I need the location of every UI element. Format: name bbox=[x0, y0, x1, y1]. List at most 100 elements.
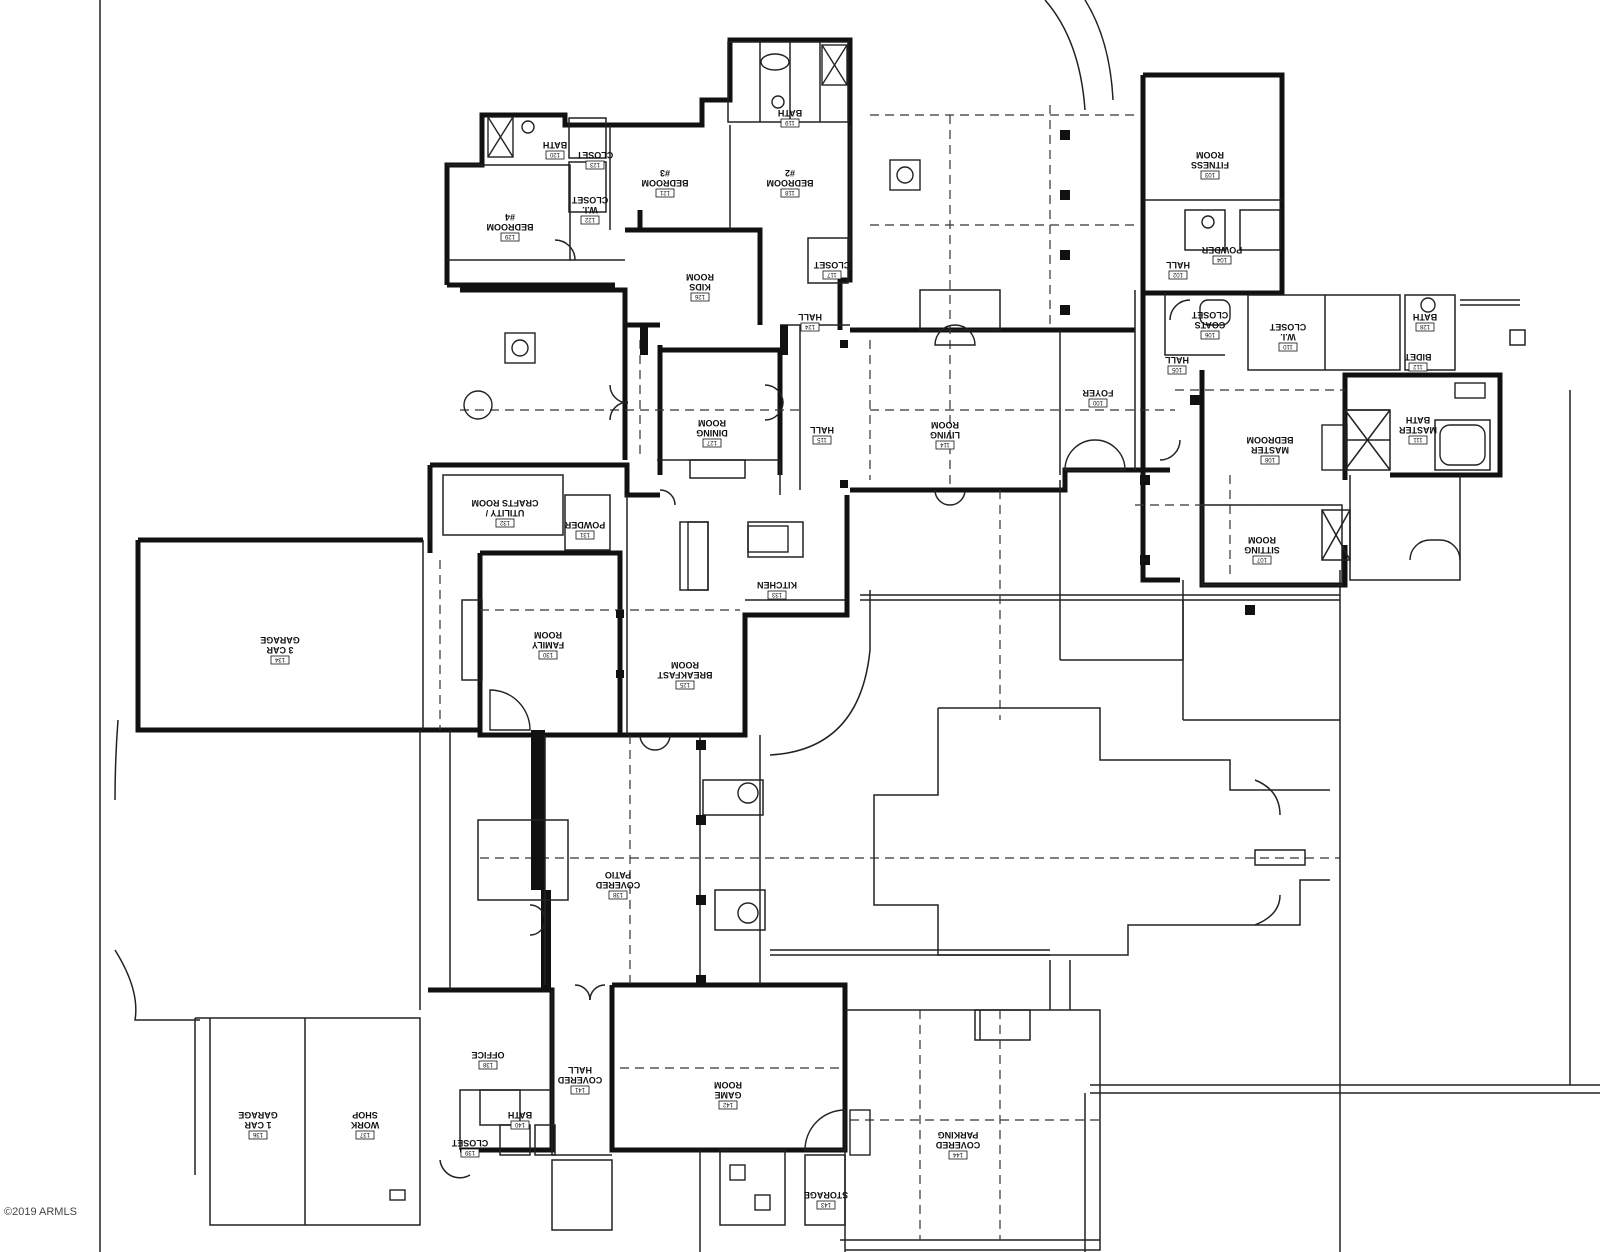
room-name: HALL bbox=[1165, 355, 1189, 365]
room-name: POWDER bbox=[1201, 245, 1242, 255]
room-number-box bbox=[580, 215, 600, 225]
room-number: 104 bbox=[1216, 256, 1227, 262]
room-number: 142 bbox=[722, 1101, 733, 1107]
room-number-box bbox=[585, 160, 605, 170]
site-lines bbox=[99, 0, 1600, 1252]
room-name: COATSCLOSET bbox=[1191, 310, 1228, 330]
room-number-box bbox=[935, 440, 955, 450]
room-name: FAMILYROOM bbox=[532, 630, 564, 650]
room-number: 127 bbox=[706, 439, 717, 445]
room-name: KIDSROOM bbox=[686, 272, 714, 292]
room-number-box bbox=[1212, 255, 1232, 265]
room-name: BEDROOM#2 bbox=[767, 168, 814, 188]
room-number-box bbox=[1260, 455, 1280, 465]
room-number: 136 bbox=[252, 1131, 263, 1137]
room-labels: 129BEDROOM#4121BEDROOM#3118BEDROOM#2126K… bbox=[238, 108, 1437, 1210]
room-name: BEDROOM#4 bbox=[487, 212, 534, 232]
room-number-box bbox=[767, 590, 787, 600]
room-number: 126 bbox=[694, 293, 705, 299]
room-number: 132 bbox=[499, 519, 510, 525]
room-name: FOYER bbox=[1082, 388, 1114, 398]
room-number-box bbox=[690, 292, 710, 302]
room-name: KITCHEN bbox=[757, 580, 797, 590]
room-number-box bbox=[495, 518, 515, 528]
room-number: 110 bbox=[1283, 343, 1293, 349]
columns bbox=[616, 130, 1255, 985]
motor-court bbox=[480, 594, 1340, 956]
room-number: 140 bbox=[514, 1121, 525, 1127]
room-name: 1 CARGARAGE bbox=[238, 1110, 278, 1130]
room-number: 138 bbox=[482, 1061, 493, 1067]
room-name: STORAGE bbox=[804, 1190, 848, 1200]
room-number-box bbox=[478, 1060, 498, 1070]
room-name: 3 CARGARAGE bbox=[260, 635, 300, 655]
room-number: 108 bbox=[1264, 456, 1275, 462]
room-number-box bbox=[1278, 342, 1298, 352]
room-number: 123 bbox=[589, 161, 600, 167]
ceiling-dashes bbox=[439, 105, 1345, 1240]
room-name: SITTINGROOM bbox=[1244, 535, 1280, 555]
room-number: 138 bbox=[612, 891, 623, 897]
room-name: WORKSHOP bbox=[350, 1110, 379, 1130]
room-number: 111 bbox=[1413, 436, 1423, 442]
room-name: HALL bbox=[1166, 260, 1190, 270]
room-name: W.I.CLOSET bbox=[1269, 322, 1306, 342]
room-number-box bbox=[816, 1200, 836, 1210]
room-name: CLOSET bbox=[813, 260, 850, 270]
room-number-box bbox=[702, 438, 722, 448]
room-name: CLOSET bbox=[451, 1138, 488, 1148]
room-name: FITNESSROOM bbox=[1191, 150, 1229, 170]
room-number-box bbox=[1200, 330, 1220, 340]
room-number: 118 bbox=[785, 189, 795, 195]
room-number: 100 bbox=[1092, 399, 1103, 405]
room-name: COVEREDHALL bbox=[557, 1065, 602, 1085]
room-name: DININGROOM bbox=[696, 418, 728, 438]
room-number: 112 bbox=[1413, 363, 1423, 369]
room-number: 106 bbox=[1204, 331, 1215, 337]
room-number: 107 bbox=[1256, 556, 1267, 562]
room-name: POWDER bbox=[564, 520, 605, 530]
room-number-box bbox=[780, 118, 800, 128]
room-number: 115 bbox=[817, 436, 827, 442]
room-name: BIDET bbox=[1404, 352, 1432, 362]
room-number: 114 bbox=[940, 441, 950, 447]
room-number: 125 bbox=[679, 681, 690, 687]
room-number-box bbox=[570, 1085, 590, 1095]
room-number-box bbox=[812, 435, 832, 445]
room-number-box bbox=[1415, 322, 1435, 332]
room-number: 130 bbox=[542, 651, 553, 657]
room-number-box bbox=[538, 650, 558, 660]
copyright-watermark: ©2019 ARMLS bbox=[4, 1206, 77, 1218]
room-number-box bbox=[545, 150, 565, 160]
room-number: 139 bbox=[464, 1149, 475, 1155]
room-number-box bbox=[248, 1130, 268, 1140]
room-number-box bbox=[1088, 398, 1108, 408]
room-name: BATH bbox=[1413, 312, 1437, 322]
room-number-box bbox=[270, 655, 290, 665]
